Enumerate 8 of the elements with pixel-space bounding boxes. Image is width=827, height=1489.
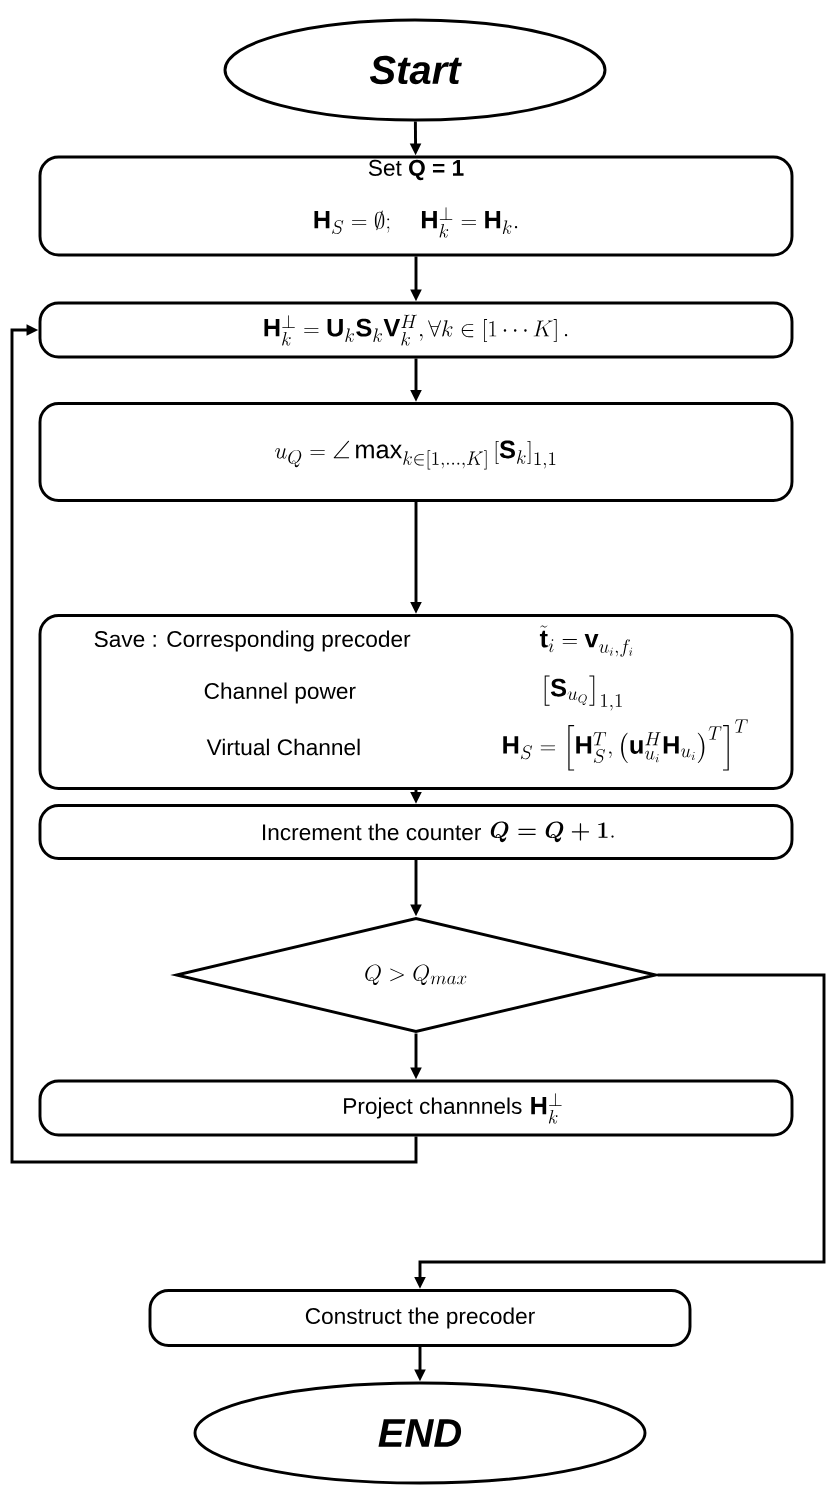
process-box: Increment the counter $\boldsymbol{Q = Q + 1}.$ <box>38 804 794 860</box>
process-box: Set Q = 1 $\mathbf{H}_S = \emptyset; \quad \mathbf{H}_k^{\perp} = \mathbf{H}_k.$ <box>38 155 794 257</box>
process-box: Construct the precoder <box>148 1289 692 1347</box>
process-box: Project channnels $\mathbf{H}_k^{\perp}$ <box>38 1079 794 1137</box>
process-box: $u_Q = \angle \max_{k \in [1,\ldots,K]} \left[\mathbf{S}_k\right]_{1,1}$ <box>38 402 794 502</box>
process-box: Save : Corresponding precoder $\tilde{\mathbf{t}}_i = \mathbf{v}_{u_i, f_i}$ Channel power $\left[\mathbf{S}_{u_Q}\right]_{1,1}$ Virtual Channel $\mathbf{H}_S = \left[\mathbf{H}_S^T, \left(\mathbf{u}_{u_i}^H \mathbf{H}_{u_i}\right)^T\right]^T$ <box>38 614 794 790</box>
process-box: $\mathbf{H}_k^{\perp} = \mathbf{U}_k \mathbf{S}_k \mathbf{V}_k^H, \forall k \in \left[1 \cdots K\right].$ <box>38 301 794 359</box>
arrow <box>10 324 418 1164</box>
